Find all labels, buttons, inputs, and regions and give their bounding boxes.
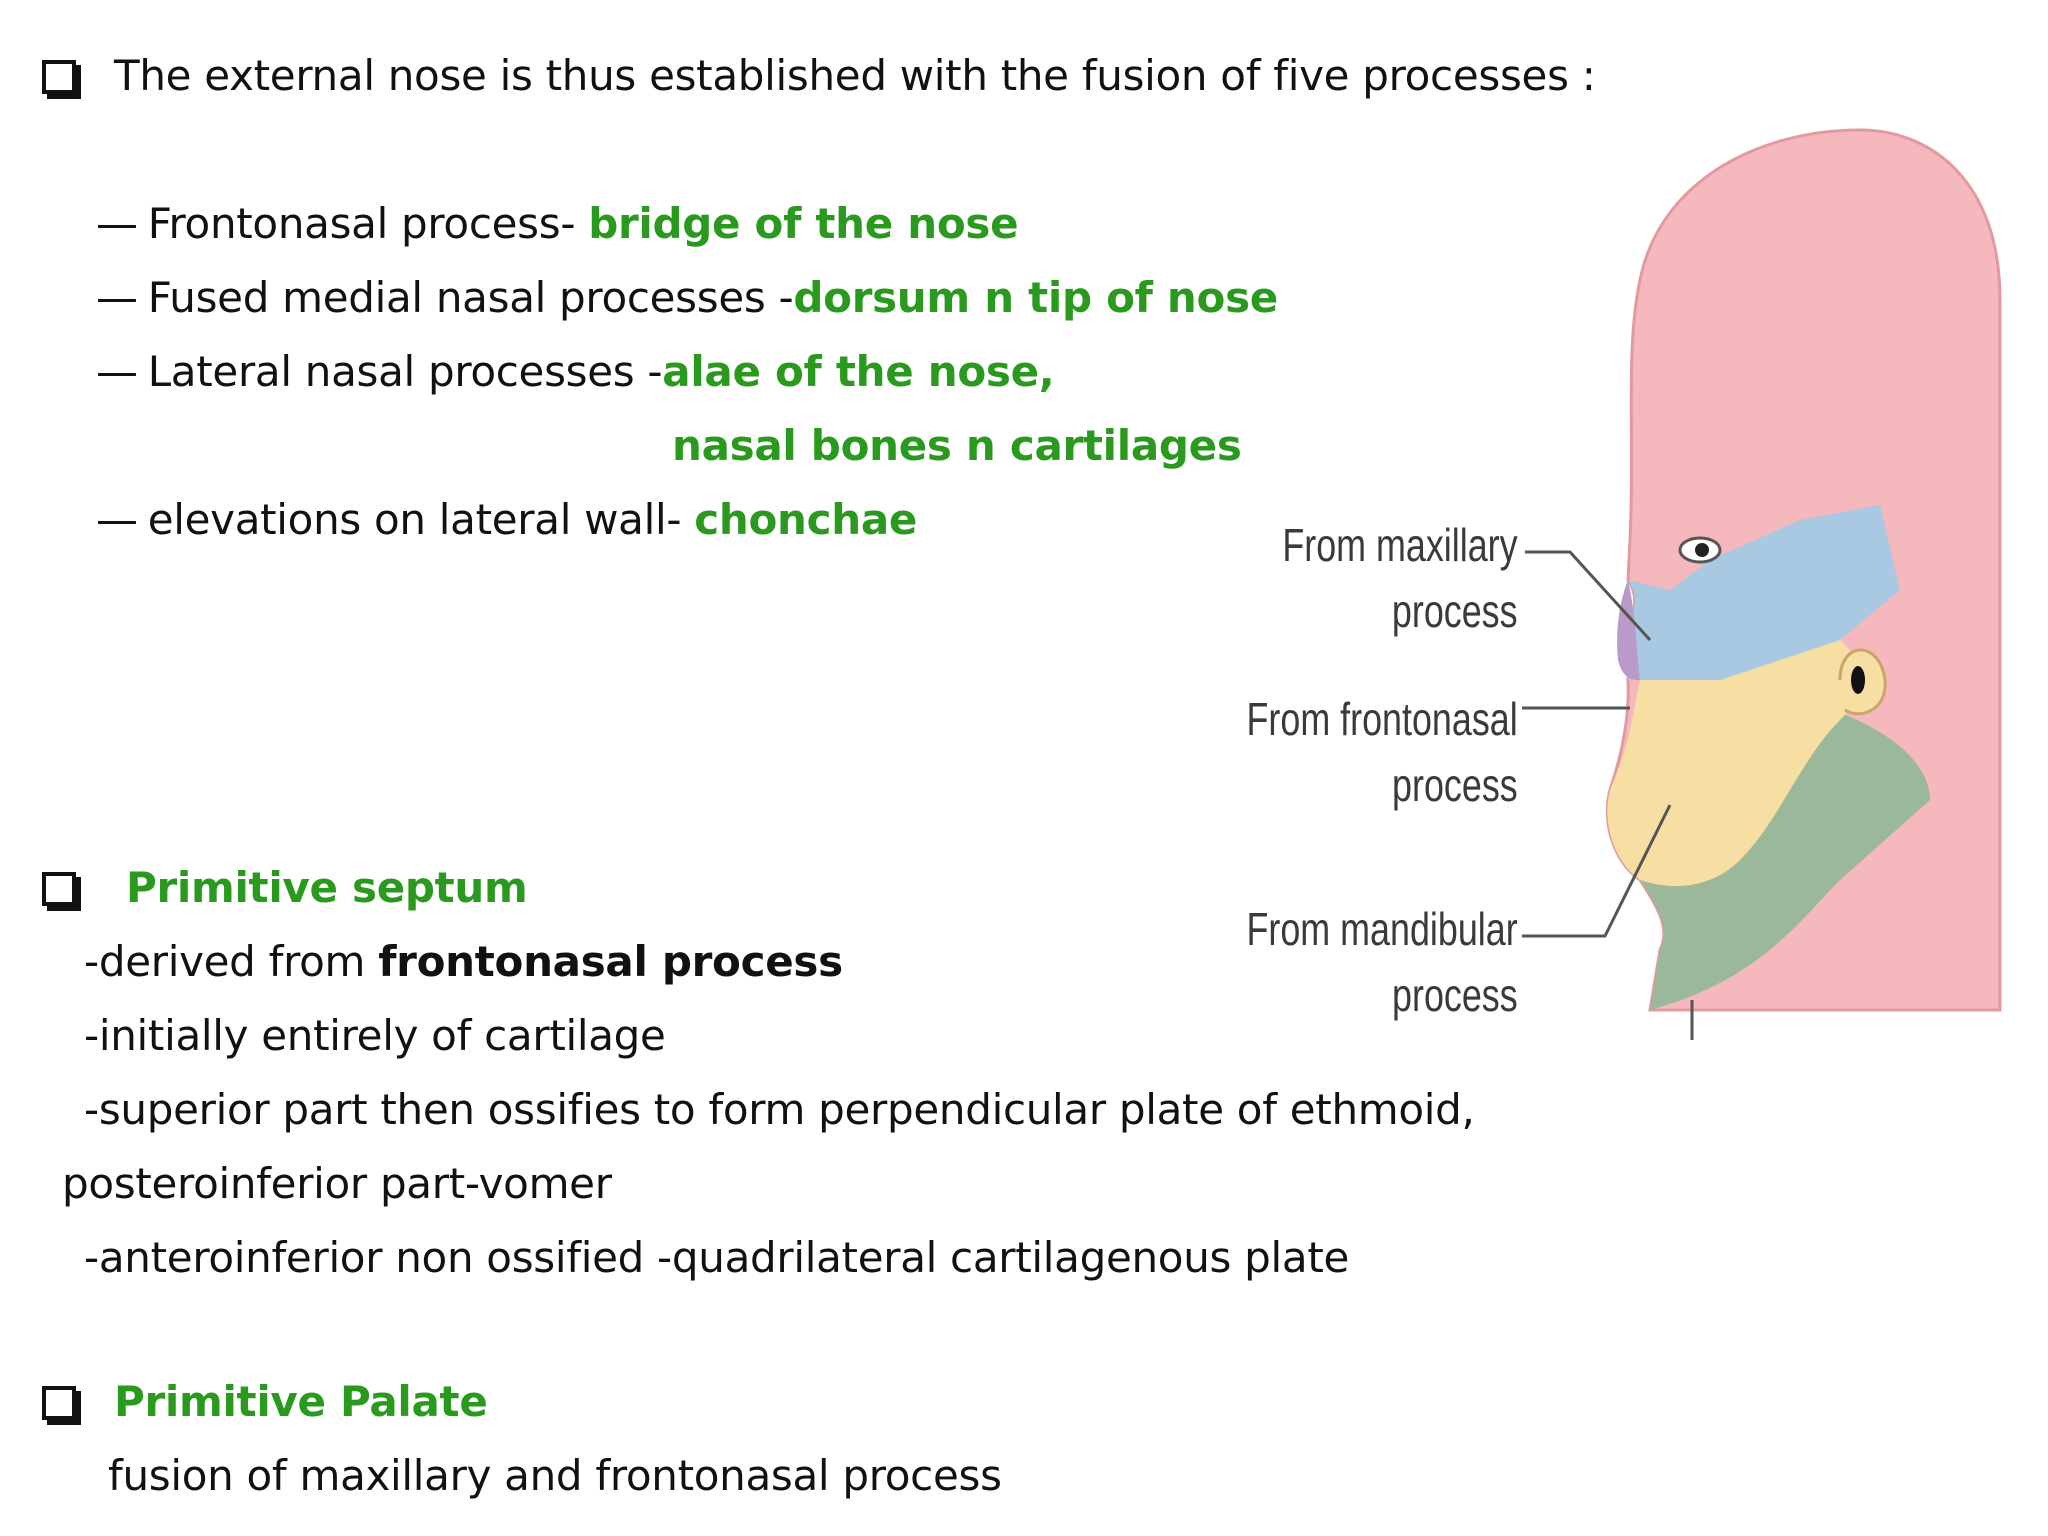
label-frontonasal: From frontonasal process [1247, 686, 1518, 818]
palate-heading: Primitive Palate [114, 1377, 488, 1426]
label-frontonasal-line2: process [1392, 759, 1518, 811]
checkbox-bullet-icon [42, 60, 76, 94]
dash-marker: — [96, 199, 138, 248]
dash-marker: — [96, 495, 138, 544]
label-maxillary-line2: process [1392, 585, 1518, 637]
label-maxillary: From maxillary process [1283, 512, 1518, 644]
maxillary-region [1628, 505, 1900, 680]
intro-text: The external nose is thus established wi… [114, 48, 1596, 104]
leader-line-maxillary [1525, 550, 1652, 642]
process-highlight: alae of the nose, [662, 347, 1055, 396]
leader-line-mandibular [1522, 804, 1672, 938]
pupil [1695, 543, 1709, 557]
label-mandibular: From mandibular process [1247, 896, 1518, 1028]
dash-marker: — [96, 347, 138, 396]
mandibular-region [1640, 700, 1930, 1010]
process-label: Lateral nasal processes - [147, 347, 663, 396]
frontonasal-region [1607, 640, 1864, 886]
process-item: —Fused medial nasal processes -dorsum n … [96, 270, 1278, 326]
process-label: Fused medial nasal processes - [147, 273, 794, 322]
intro-text-content: The external nose is thus established wi… [114, 51, 1596, 100]
septum-line: -derived from frontonasal process [84, 934, 843, 990]
label-maxillary-line1: From maxillary [1282, 519, 1518, 571]
process-highlight: bridge of the nose [588, 199, 1019, 248]
process-highlight: dorsum n tip of nose [793, 273, 1278, 322]
dash-marker: — [96, 273, 138, 322]
process-label: Frontonasal process- [147, 199, 589, 248]
process-highlight: nasal bones n cartilages [672, 421, 1242, 470]
process-label: elevations on lateral wall- [147, 495, 695, 544]
embryo-face-figure [1240, 120, 2020, 1060]
septum-line: posteroinferior part-vomer [62, 1159, 612, 1208]
process-item-continuation: nasal bones n cartilages [672, 418, 1242, 474]
septum-heading: Primitive septum [126, 863, 528, 912]
septum-line-bold: frontonasal process [378, 937, 843, 986]
palate-line: fusion of maxillary and frontonasal proc… [108, 1451, 1002, 1500]
embryo-head-illustration [1522, 128, 2002, 1040]
label-frontonasal-line1: From frontonasal [1246, 693, 1518, 745]
septum-line: -anteroinferior non ossified -quadrilate… [84, 1233, 1350, 1282]
checkbox-bullet-icon [42, 872, 76, 906]
process-highlight: chonchae [694, 495, 918, 544]
septum-line: -initially entirely of cartilage [84, 1011, 666, 1060]
septum-line-prefix: -derived from [84, 937, 379, 986]
label-mandibular-line2: process [1392, 969, 1518, 1021]
ear-canal [1851, 666, 1865, 694]
checkbox-bullet-icon [42, 1386, 76, 1420]
process-item: —Frontonasal process- bridge of the nose [96, 196, 1019, 252]
process-item: —elevations on lateral wall- chonchae [96, 492, 917, 548]
label-mandibular-line1: From mandibular [1246, 903, 1518, 955]
process-item: —Lateral nasal processes -alae of the no… [96, 344, 1055, 400]
nose-tip [1617, 580, 1640, 680]
septum-line: -superior part then ossifies to form per… [84, 1085, 1475, 1134]
